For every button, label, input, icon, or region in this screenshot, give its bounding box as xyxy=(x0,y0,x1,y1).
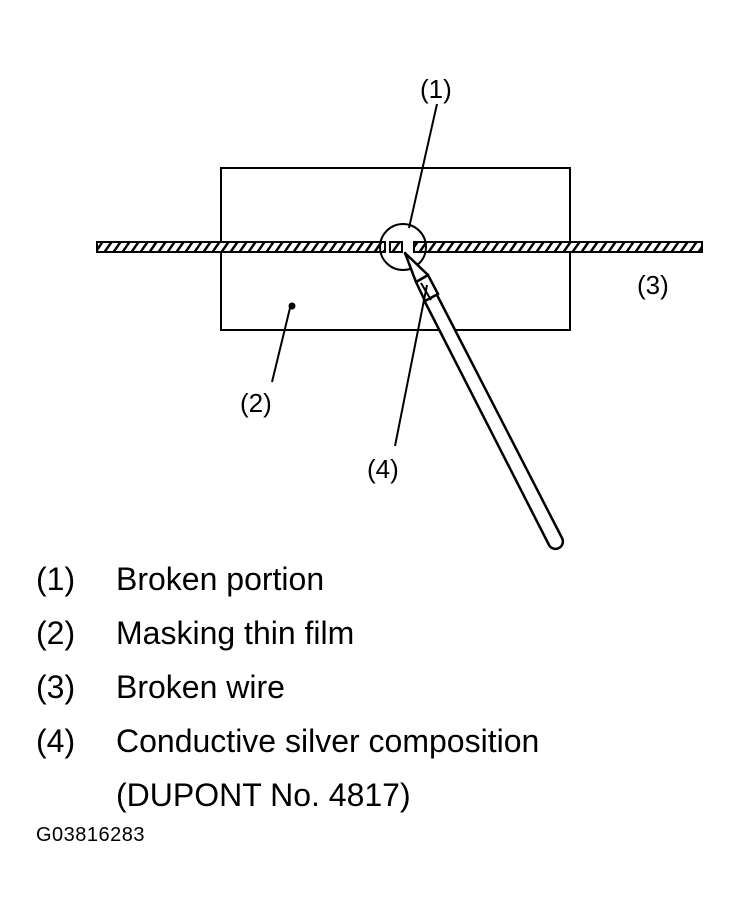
legend-item: (4) Conductive silver composition (DUPON… xyxy=(36,714,716,822)
leader-line-2 xyxy=(271,307,291,383)
wire-segment-left xyxy=(96,241,386,253)
legend-item: (2) Masking thin film xyxy=(36,606,716,660)
callout-3: (3) xyxy=(637,270,669,300)
leader-dot-2 xyxy=(288,302,296,310)
repair-diagram: (1) (2) (3) (4) xyxy=(96,74,703,551)
callout-1: (1) xyxy=(420,74,452,104)
legend-item: (1) Broken portion xyxy=(36,552,716,606)
brush-tip xyxy=(403,251,430,284)
legend-number: (4) xyxy=(36,723,76,759)
brush-applicator xyxy=(403,251,565,551)
legend-label: Broken wire xyxy=(116,669,285,705)
wire-segment-gap-piece xyxy=(389,241,403,253)
legend-number: (2) xyxy=(36,615,76,651)
figure-code: G03816283 xyxy=(36,824,146,846)
brush-handle xyxy=(422,291,565,551)
leader-line-4 xyxy=(394,284,428,447)
leader-line-1 xyxy=(408,103,438,229)
legend: (1) Broken portion (2) Masking thin film… xyxy=(36,552,716,822)
legend-label: Conductive silver composition (DUPONT No… xyxy=(116,714,716,822)
broken-portion-circle xyxy=(379,223,427,271)
legend-label-line: (DUPONT No. 4817) xyxy=(116,777,411,813)
legend-label-line: Conductive silver composition xyxy=(116,723,540,759)
callout-4: (4) xyxy=(367,454,399,484)
wire-segment-right xyxy=(413,241,703,253)
legend-label: Masking thin film xyxy=(116,615,355,651)
legend-label: Broken portion xyxy=(116,561,325,597)
callout-2: (2) xyxy=(240,388,272,418)
legend-number: (3) xyxy=(36,669,76,705)
legend-item: (3) Broken wire xyxy=(36,660,716,714)
broken-wire xyxy=(96,241,703,253)
legend-number: (1) xyxy=(36,561,76,597)
